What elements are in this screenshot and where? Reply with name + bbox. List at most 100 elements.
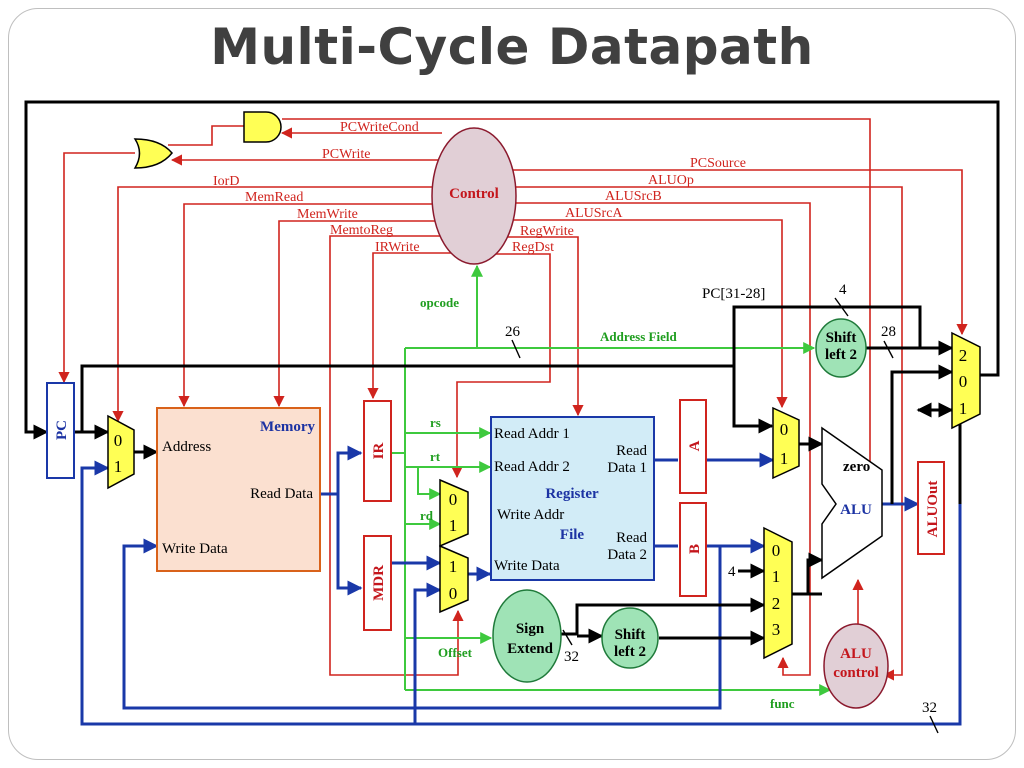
slide-frame: [8, 8, 1016, 760]
alu-control-unit: [823, 623, 889, 709]
label-extend: Extend: [507, 641, 554, 657]
label-aluout: ALUOut: [925, 481, 941, 538]
label-read-addr2: Read Addr 2: [494, 459, 570, 475]
label-read-data: Read Data: [250, 486, 313, 502]
label-shift-bot-l2: left 2: [614, 644, 646, 660]
label-write-addr: Write Addr: [497, 507, 564, 523]
label-w28: 28: [881, 324, 896, 340]
memory-block: [156, 407, 321, 572]
label-sign: Sign: [516, 621, 545, 637]
memtoreg-mux-in1: 1: [449, 557, 458, 576]
b-register: [679, 502, 707, 597]
memtoreg-mux: [439, 544, 469, 614]
label-address: Address: [162, 439, 211, 455]
bus-width-slashes: [511, 297, 939, 734]
and-gate: [243, 111, 282, 143]
pcsource-line: [500, 169, 968, 336]
pc-upper-to-top: [732, 305, 922, 366]
label-w26: 26: [505, 324, 521, 340]
label-mdr: MDR: [371, 565, 387, 601]
iord-line: [112, 186, 440, 423]
label-register: Register: [545, 486, 599, 502]
se-out-line: [560, 597, 766, 636]
alusrca-mux: [772, 406, 800, 480]
iord-mux-in0: 0: [114, 431, 123, 450]
label-pcwrite: PCWrite: [322, 147, 370, 162]
regwrite-line: [498, 236, 584, 417]
label-func: func: [770, 696, 795, 711]
label-write-data: Write Data: [162, 541, 228, 557]
alusrca-line: [506, 219, 788, 409]
regdst-mux: [439, 478, 469, 548]
mem-to-ir-line: [336, 445, 363, 494]
or-to-pc-line: [58, 152, 135, 384]
memread-line: [178, 203, 437, 408]
register-file-block: [490, 416, 655, 581]
label-address-field: Address Field: [600, 329, 677, 344]
label-read-data1-l2: Data 1: [607, 460, 647, 476]
regdst-mux-in0: 0: [449, 490, 458, 509]
data-lines: [80, 445, 962, 726]
regdst-line: [451, 253, 551, 479]
sign-extend-unit: [492, 589, 562, 683]
label-alu: ALU: [840, 502, 872, 518]
alusrca-mux-in1: 1: [780, 449, 789, 468]
alusrcb-mux-in3: 3: [772, 620, 781, 639]
alusrcb-mux-in2: 2: [772, 594, 781, 613]
shift-left2-top: [815, 318, 867, 378]
label-alusrcb: ALUSrcB: [605, 189, 662, 204]
alusrcb-mux: [763, 526, 793, 660]
label-a: A: [687, 440, 703, 451]
control-lines: [58, 118, 968, 681]
label-rt: rt: [430, 449, 441, 464]
label-iord: IorD: [213, 174, 239, 189]
memwrite-line: [273, 220, 440, 408]
label-regfile-write-data: Write Data: [494, 558, 560, 574]
label-irwrite: IRWrite: [375, 240, 420, 255]
alusrcb-mux-in0: 0: [772, 541, 781, 560]
label-ir: IR: [371, 442, 387, 459]
label-shift-top-l2: left 2: [825, 347, 857, 363]
alusrcb-line: [508, 202, 811, 676]
label-alusrca: ALUSrcA: [565, 206, 623, 221]
alusrcb-mux-in1: 1: [772, 567, 781, 586]
label-pcsource: PCSource: [690, 156, 746, 171]
label-read-addr1: Read Addr 1: [494, 426, 570, 442]
shift-left2-bottom: [601, 607, 659, 669]
or-gate: [133, 138, 173, 169]
control-unit: [431, 127, 517, 265]
label-rd: rd: [420, 508, 434, 523]
a-register: [679, 399, 707, 494]
pcsource-mux-in1: 1: [959, 399, 968, 418]
and-to-or-line: [168, 125, 244, 146]
label-memtoreg: MemtoReg: [330, 223, 393, 238]
iord-mux: [107, 414, 135, 490]
pcsource-mux-in0: 0: [959, 372, 968, 391]
memtoreg-line: [329, 235, 464, 676]
irwrite-line: [367, 252, 452, 400]
aluop-line: [506, 186, 903, 681]
label-shift-top-l1: Shift: [826, 330, 857, 346]
label-b: B: [687, 544, 703, 554]
label-memwrite: MemWrite: [297, 207, 358, 222]
label-alu-control-l2: control: [833, 665, 879, 681]
pc-feedback-line: [24, 100, 1000, 440]
label-alu-control-l1: ALU: [840, 646, 872, 662]
label-regwrite: RegWrite: [520, 224, 574, 239]
label-rs: rs: [430, 415, 441, 430]
label-read-data1-l1: Read: [616, 443, 647, 459]
label-aluop: ALUOp: [648, 173, 694, 188]
alu-to-pcsrc-line: [890, 364, 954, 504]
label-control: Control: [449, 186, 499, 202]
regdst-mux-in1: 1: [449, 516, 458, 535]
label-w32-bot: 32: [922, 700, 937, 716]
label-opcode: opcode: [420, 295, 459, 310]
aluout-register: [917, 461, 945, 555]
label-w4-top: 4: [839, 282, 847, 298]
black-lines: [24, 100, 1000, 646]
mem-to-mdr-line: [336, 494, 363, 596]
label-w4-const: 4: [728, 564, 736, 580]
bottom-to-memtoreg-line: [413, 582, 442, 724]
rt-to-regdst-line: [417, 467, 442, 500]
